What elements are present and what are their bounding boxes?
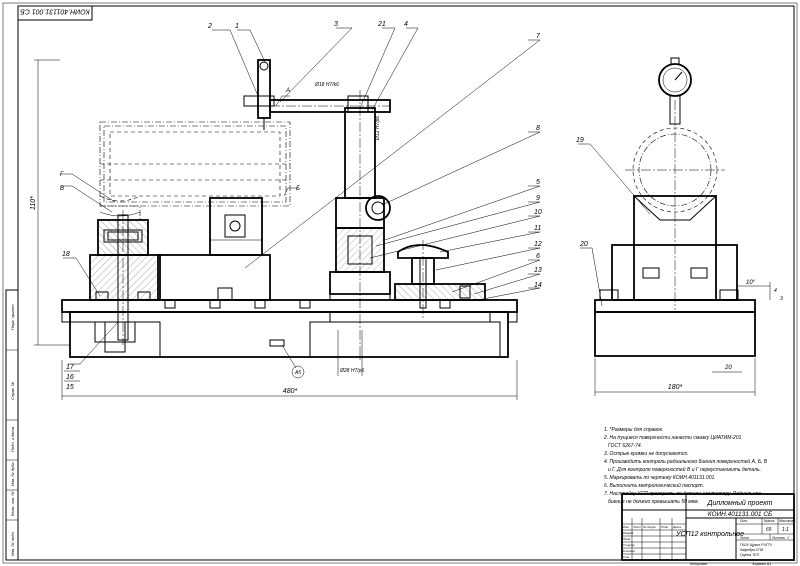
mirrored-code-box: КОИН.401131.001 СБ (17, 5, 93, 21)
strip-label: Инв. № дубл. (10, 461, 15, 486)
view-marker: А5 (294, 370, 301, 376)
note-line: биение не должно превышать 50 мкм. (608, 499, 699, 505)
strip-label: Инв. № подл. (10, 531, 15, 556)
pos-19: 19 (576, 137, 584, 144)
pos-7: 7 (536, 33, 541, 40)
surface-b-label: Б (296, 186, 300, 192)
surface-g-label: Г (60, 172, 64, 178)
scale-value: 1:1 (782, 527, 789, 533)
lit-header: Лит. (739, 519, 748, 523)
dim-angle: 10° (746, 280, 756, 286)
clamp-knob (365, 195, 391, 221)
sheet-label: Лист (739, 536, 749, 540)
pos-11: 11 (534, 225, 541, 232)
scale-header: Масштаб (779, 519, 796, 523)
pos-10: 10 (534, 209, 542, 216)
note-line: ГОСТ 6267-74. (608, 443, 642, 449)
row-header: № докум. (643, 525, 656, 529)
mass-header: Масса (764, 519, 774, 523)
star-knob (397, 244, 449, 259)
strip-label: Подп. и дата (10, 426, 15, 452)
dim-4: 4 (774, 288, 777, 294)
pos-6: 6 (536, 253, 540, 260)
pos-18: 18 (62, 251, 70, 258)
indicator-column (344, 107, 376, 199)
note-line: 5. Маркировать по чертежу КОИН.401131.00… (604, 475, 716, 481)
surface-v-label: В (60, 186, 64, 192)
row-header: Изм. (623, 525, 630, 529)
note-line: 4. Производить контроль радиального биен… (604, 458, 768, 465)
row-header: Лист (632, 525, 641, 529)
role-label: Т.контр. (623, 543, 635, 547)
pos-3: 3 (334, 21, 338, 28)
row-header: Подп. (661, 525, 669, 529)
dim-label: 480* (283, 388, 298, 395)
side-view: 180* 20 10° 4 3 19 20 (576, 57, 783, 396)
pos-15: 15 (66, 384, 74, 391)
role-label: Разраб. (623, 531, 634, 535)
pos-2: 2 (207, 23, 212, 30)
role-label: Н.контр. (623, 549, 636, 553)
title-block: Дипломный проект КОИН.401131.001 СБ УСП1… (621, 493, 796, 566)
format-label: Формат А1 (752, 562, 771, 566)
drawing-name: УСП12 контрольное (675, 531, 744, 538)
copied-label: Копировал (690, 562, 707, 566)
strip-label: Перв. примен. (10, 303, 15, 330)
dim-180: 180* (668, 384, 683, 391)
dim-20: 20 (724, 365, 732, 371)
pos-20: 20 (579, 241, 588, 248)
note-line: 1. *Размеры для справок. (604, 427, 663, 433)
sheets-label: Листов (771, 536, 785, 540)
org-line: Группа ТЕП (740, 553, 760, 557)
note-line: 3. Острые кромки не допускаются. (604, 451, 688, 457)
project-title: Дипломный проект (707, 499, 773, 507)
note-line: 6. Выполнить метрологический паспорт. (604, 482, 704, 489)
pos-4: 4 (404, 21, 408, 28)
note-line: 2. На trущиеся поверхности нанести смазк… (603, 435, 742, 441)
fit-28: Ø28 H7/p6 (339, 368, 364, 374)
mass-value: 65 (766, 527, 772, 533)
dim-3: 3 (780, 296, 783, 302)
row-header: Дата (672, 525, 681, 529)
pos-14: 14 (534, 282, 542, 289)
pos-13: 13 (534, 267, 542, 274)
surface-a-label: A (285, 88, 290, 94)
pos-5: 5 (536, 179, 540, 186)
pos-1: 1 (235, 23, 239, 30)
drawing-code: КОИН.401131.001 СБ (708, 511, 773, 518)
org-line: ГКОУ Щукин РЧГТУ (740, 543, 773, 547)
pos-17: 17 (66, 364, 75, 371)
pos-9: 9 (536, 195, 540, 202)
strip-label: Взам. инв. № (10, 491, 15, 516)
role-label: Утв. (623, 555, 630, 559)
workpiece-phantom (99, 121, 291, 221)
pos-12: 12 (534, 241, 542, 248)
main-view: 110* 480* Ø18 H7/k6 Ø28 H7/p6 Ø12 H7/p6 … (30, 21, 542, 400)
pos-21: 21 (377, 21, 386, 28)
base-plate (61, 299, 518, 313)
pos-16: 16 (66, 374, 74, 381)
drawing-frame (17, 5, 795, 561)
strip-label: Справ. № (10, 381, 15, 400)
dim-480: 480* (61, 360, 518, 400)
sheets-value: 1 (787, 536, 789, 540)
dim-label: 110* (30, 196, 37, 210)
fit-18: Ø18 H7/k6 (314, 82, 339, 88)
dim-110: 110* (30, 59, 70, 346)
org-line: Кафедра СПИ (740, 548, 764, 552)
role-label: Пров. (623, 537, 631, 541)
pos-8: 8 (536, 125, 540, 132)
note-line: и Г. Для контроля поверхностей В и Г пер… (608, 466, 761, 473)
mirrored-code: КОИН.401131.001 СБ (20, 8, 90, 15)
fit-12: Ø12 H7/p6 (375, 116, 381, 141)
left-strip: Перв. примен. Справ. № Подп. и дата Инв.… (5, 289, 19, 561)
